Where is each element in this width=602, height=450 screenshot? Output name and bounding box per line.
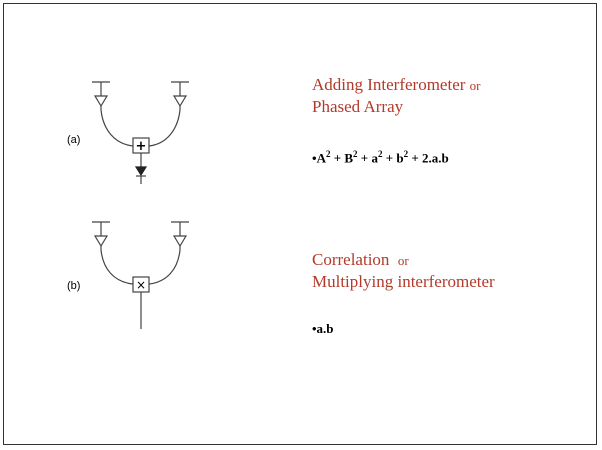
panel-b-formula: •a.b [312,321,334,336]
adder-symbol: + [136,139,147,154]
panel-a-title: Adding Interferometer or Phased Array [312,74,481,117]
panel-a-title-or: or [469,78,481,93]
antenna-right-b [171,221,189,250]
antenna-left-b [92,221,110,250]
antenna-left-a [92,81,110,110]
panel-b-title: Correlation or Multiplying interferomete… [312,249,495,292]
panel-a-title-line1: Adding Interferometer [312,75,466,94]
panel-a-label: (a) [67,134,81,146]
panel-a-formula: •A2 + B2 + a2 + b2 + 2.a.b [312,149,449,166]
panel-b-title-or: or [397,253,409,268]
panel-b-title-line1: Correlation [312,250,390,269]
detector-icon [134,166,148,177]
panel-a-title-line2: Phased Array [312,97,404,116]
antenna-right-a [171,81,189,110]
panel-a-diagram [92,81,189,184]
panel-b-diagram [92,221,189,329]
interferometer-diagrams: + × [92,81,189,329]
multiplier-symbol: × [136,278,146,292]
slide: + × (a) (b) Adding Interferometer or Pha… [3,3,597,445]
panel-b-label: (b) [67,280,81,292]
panel-b-title-line2: Multiplying interferometer [312,272,495,291]
